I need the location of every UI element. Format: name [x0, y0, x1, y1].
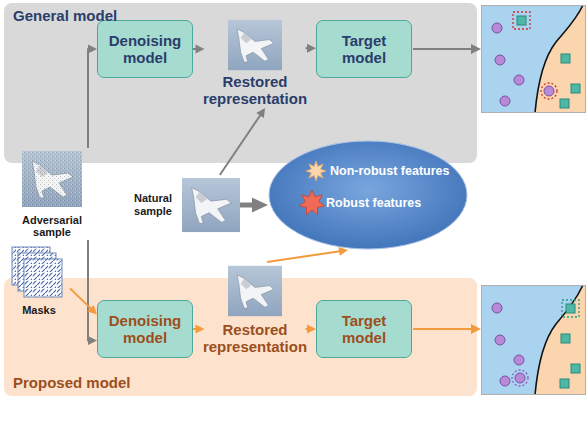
restored-image	[228, 266, 282, 316]
process-box: Denoising model	[97, 20, 193, 78]
image-caption: Adversarial sample	[10, 214, 94, 239]
panel-heading: General model	[13, 7, 117, 24]
connector-line	[267, 251, 342, 262]
feature-space: Non-robust featuresRobust features	[268, 140, 468, 250]
feature-label: Robust features	[326, 196, 468, 210]
arrow-connector	[267, 247, 348, 262]
panel-heading: Proposed model	[13, 374, 131, 391]
ellipse-outline	[268, 140, 468, 250]
arrow-head	[252, 198, 268, 213]
connector-line	[240, 203, 257, 208]
box-label: Target model	[323, 312, 405, 346]
arrow-connector	[240, 198, 268, 213]
image-caption: Restored representation	[203, 321, 307, 355]
mask-grid	[12, 247, 62, 297]
image-caption: Masks	[22, 304, 56, 317]
box-label: Denoising model	[104, 312, 186, 346]
image-caption: Natural sample	[128, 192, 178, 217]
star-symbol	[306, 161, 326, 181]
decision-plot	[481, 285, 586, 395]
process-box: Target model	[316, 300, 412, 358]
decision-plot	[481, 5, 586, 113]
star-symbol	[299, 190, 324, 215]
box-label: Target model	[323, 32, 405, 66]
natural-image	[182, 178, 240, 232]
feature-label: Non-robust features	[330, 164, 468, 178]
box-label: Denoising model	[104, 32, 186, 66]
image-caption: Restored representation	[203, 73, 307, 107]
restored-image	[228, 20, 282, 70]
process-box: Denoising model	[97, 300, 193, 358]
adversarial-image	[22, 151, 82, 207]
process-box: Target model	[316, 20, 412, 78]
